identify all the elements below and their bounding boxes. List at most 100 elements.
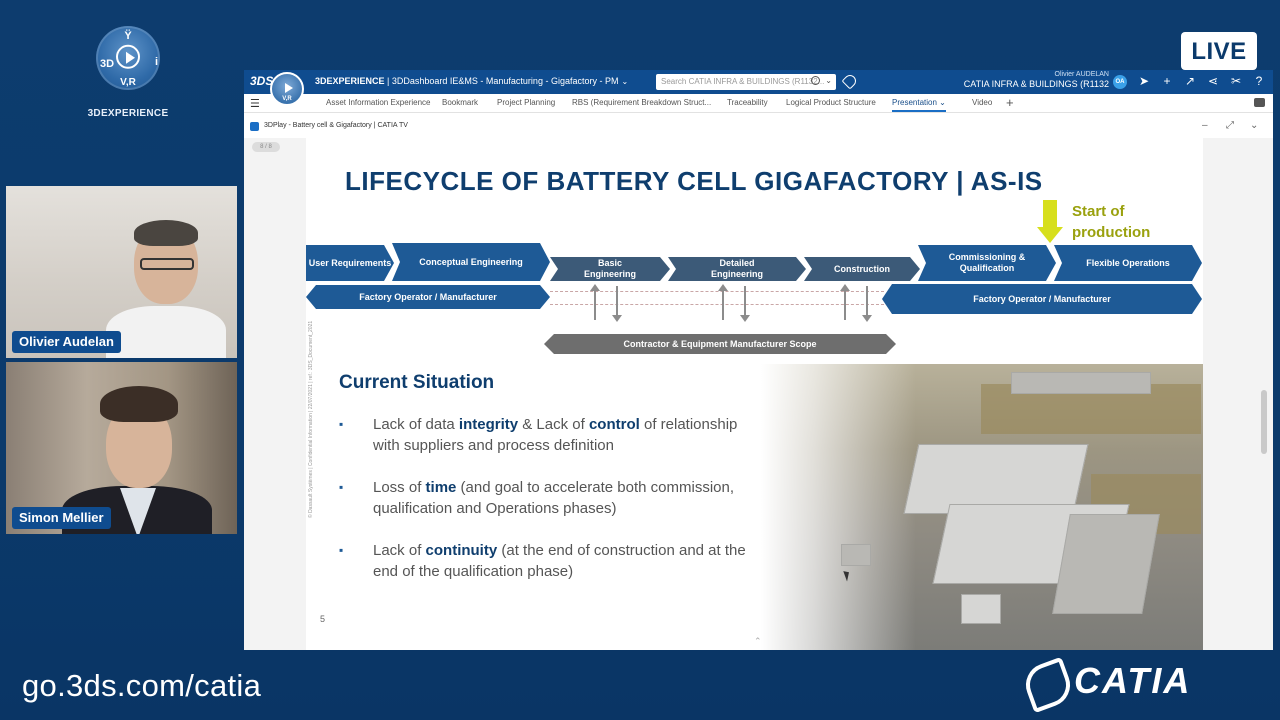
menu-icon[interactable]: ☰ [250, 98, 260, 110]
tab-bookmark[interactable]: Bookmark [442, 98, 479, 107]
bullet-text: (at the end of construction and at the e… [373, 542, 746, 580]
arrow-up-icon [590, 284, 600, 320]
chevron-down-icon[interactable]: ⌄ [825, 76, 832, 85]
bullet-text: Loss of [373, 479, 426, 496]
user-name: Olivier AUDELAN [1054, 71, 1109, 78]
bullet-item: Loss of time (and goal to accelerate bot… [339, 477, 759, 519]
catia-wordmark: CATIA [1074, 660, 1192, 701]
phase-label-line2: Qualification [959, 263, 1015, 273]
tab-presentation-label: Presentation [892, 98, 937, 107]
search-input[interactable]: Search CATIA INFRA & BUILDINGS (R1132...… [656, 74, 836, 90]
bullet-emphasis: integrity [458, 416, 519, 433]
tab-video[interactable]: Video [972, 98, 993, 107]
chevron-down-icon[interactable]: ⌄ [939, 98, 946, 107]
phase-label: Conceptual Engineering [419, 256, 523, 267]
scope-contractor: Contractor & Equipment Manufacturer Scop… [544, 334, 896, 354]
compass-bottom-label: V,R [120, 77, 136, 88]
live-badge: LIVE [1181, 32, 1257, 70]
phase-label: Flexible Operations [1086, 257, 1170, 268]
bullet-item: Lack of data integrity & Lack of control… [339, 414, 759, 456]
compass-icon: Ÿ 3D i V,R [96, 26, 160, 90]
search-icon[interactable] [811, 76, 820, 85]
widget-header: 3DPlay - Battery cell & Gigafactory | CA… [244, 118, 1273, 135]
participant-name: Simon Mellier [12, 507, 111, 529]
chevron-down-icon[interactable]: ⌄ [1250, 120, 1259, 131]
sop-line-1: Start of [1072, 203, 1125, 220]
scope-label: Factory Operator / Manufacturer [973, 294, 1111, 304]
slide-title: LIFECYCLE OF BATTERY CELL GIGAFACTORY | … [345, 166, 1043, 196]
phase-flexible-operations: Flexible Operations [1054, 245, 1202, 281]
tab-project-planning[interactable]: Project Planning [497, 98, 556, 107]
phase-label-line2: Engineering [583, 269, 636, 279]
top-bar: 3DS V,R 3DEXPERIENCE | 3DDashboard IE&MS… [244, 70, 1273, 106]
bullet-text: of relationship with suppliers and proce… [373, 416, 738, 454]
compass-left-label: 3D [100, 58, 115, 70]
bullet-emphasis: continuity [425, 542, 498, 559]
catia-logo: CATIA [1020, 656, 1191, 706]
user-context: CATIA INFRA & BUILDINGS (R1132 [963, 79, 1109, 89]
phase-conceptual-engineering: Conceptual Engineering [392, 243, 550, 281]
tab-rbs[interactable]: RBS (Requirement Breakdown Struct... [572, 98, 712, 107]
bullet-text: & Lack of [518, 416, 589, 433]
dashed-line [550, 304, 884, 305]
notification-icon[interactable]: ➤ [1138, 74, 1150, 88]
maximize-icon[interactable]: ⤢ [1226, 120, 1234, 131]
scope-factory-operator-left: Factory Operator / Manufacturer [306, 285, 550, 309]
arrow-down-icon [1037, 200, 1063, 244]
scope-factory-operator-right: Factory Operator / Manufacturer [882, 284, 1202, 314]
forward-icon[interactable]: ↗ [1184, 74, 1196, 88]
bullet-list: Lack of data integrity & Lack of control… [339, 414, 759, 603]
footer-url[interactable]: go.3ds.com/catia [22, 668, 262, 703]
scope-label: Contractor & Equipment Manufacturer Scop… [623, 339, 817, 349]
bullet-emphasis: control [588, 416, 640, 433]
minimize-icon[interactable]: – [1202, 120, 1208, 131]
3dplay-icon [250, 122, 259, 131]
phase-construction: Construction [804, 257, 920, 281]
search-placeholder: Search CATIA INFRA & BUILDINGS (R1132... [661, 77, 825, 86]
arrow-up-icon [718, 284, 728, 320]
phase-user-requirements: User Requirements [306, 245, 394, 281]
bullet-text: (and goal to accelerate both commission,… [373, 479, 735, 517]
bullet-text: Lack of data [373, 416, 459, 433]
participant-name: Olivier Audelan [12, 331, 121, 353]
add-tab-icon[interactable]: + [1006, 95, 1014, 110]
app-title[interactable]: 3DEXPERIENCE | 3DDashboard IE&MS - Manuf… [315, 76, 628, 86]
chat-icon[interactable] [1254, 98, 1265, 107]
avatar[interactable]: OA [1113, 75, 1127, 89]
scrollbar[interactable] [1261, 390, 1267, 454]
brand-3dexperience: Ÿ 3D i V,R 3DEXPERIENCE [86, 26, 170, 119]
sop-line-2: production [1072, 224, 1151, 241]
3ds-logo-icon[interactable]: 3DS [250, 74, 274, 88]
presentation-slide: LIFECYCLE OF BATTERY CELL GIGAFACTORY | … [306, 138, 1203, 650]
phase-label-line1: Basic [597, 258, 622, 268]
start-of-production-label: Start of production [1072, 201, 1150, 243]
tab-bar: ☰ Asset Information Experience Bookmark … [244, 94, 1273, 113]
tab-traceability[interactable]: Traceability [727, 98, 768, 107]
widget-title: 3DPlay - Battery cell & Gigafactory | CA… [264, 122, 408, 129]
tab-presentation[interactable]: Presentation ⌄ [892, 98, 946, 112]
compass-mini-label: V,R [282, 96, 292, 102]
legal-notice: © Dassault Systèmes | Confidential Infor… [308, 258, 318, 518]
add-icon[interactable]: + [1163, 74, 1171, 88]
tools-icon[interactable]: ✂ [1230, 74, 1242, 88]
tag-icon[interactable] [841, 72, 859, 90]
arrow-up-icon [840, 284, 850, 320]
phase-label-line1: Commissioning & [948, 252, 1026, 262]
compass-top-label: Ÿ [124, 30, 132, 42]
bullet-emphasis: time [425, 479, 457, 496]
app-window: 3DS V,R 3DEXPERIENCE | 3DDashboard IE&MS… [244, 70, 1273, 650]
user-menu[interactable]: Olivier AUDELAN CATIA INFRA & BUILDINGS … [949, 71, 1109, 89]
arrow-down-icon [862, 286, 872, 322]
arrow-down-icon [612, 286, 622, 322]
webcam-tile-1: Olivier Audelan [6, 186, 237, 358]
compass-button[interactable]: V,R [270, 72, 304, 106]
page-number: 5 [320, 614, 326, 624]
help-icon[interactable]: ? [1255, 74, 1263, 88]
bullet-text: Lack of [373, 542, 426, 559]
share-icon[interactable]: ⋖ [1207, 74, 1219, 88]
tab-asset-information[interactable]: Asset Information Experience [326, 98, 431, 107]
tab-logical-product-structure[interactable]: Logical Product Structure [786, 98, 876, 107]
webcam-tile-2: Simon Mellier [6, 362, 237, 534]
chevron-up-icon[interactable]: ⌃ [754, 636, 762, 646]
